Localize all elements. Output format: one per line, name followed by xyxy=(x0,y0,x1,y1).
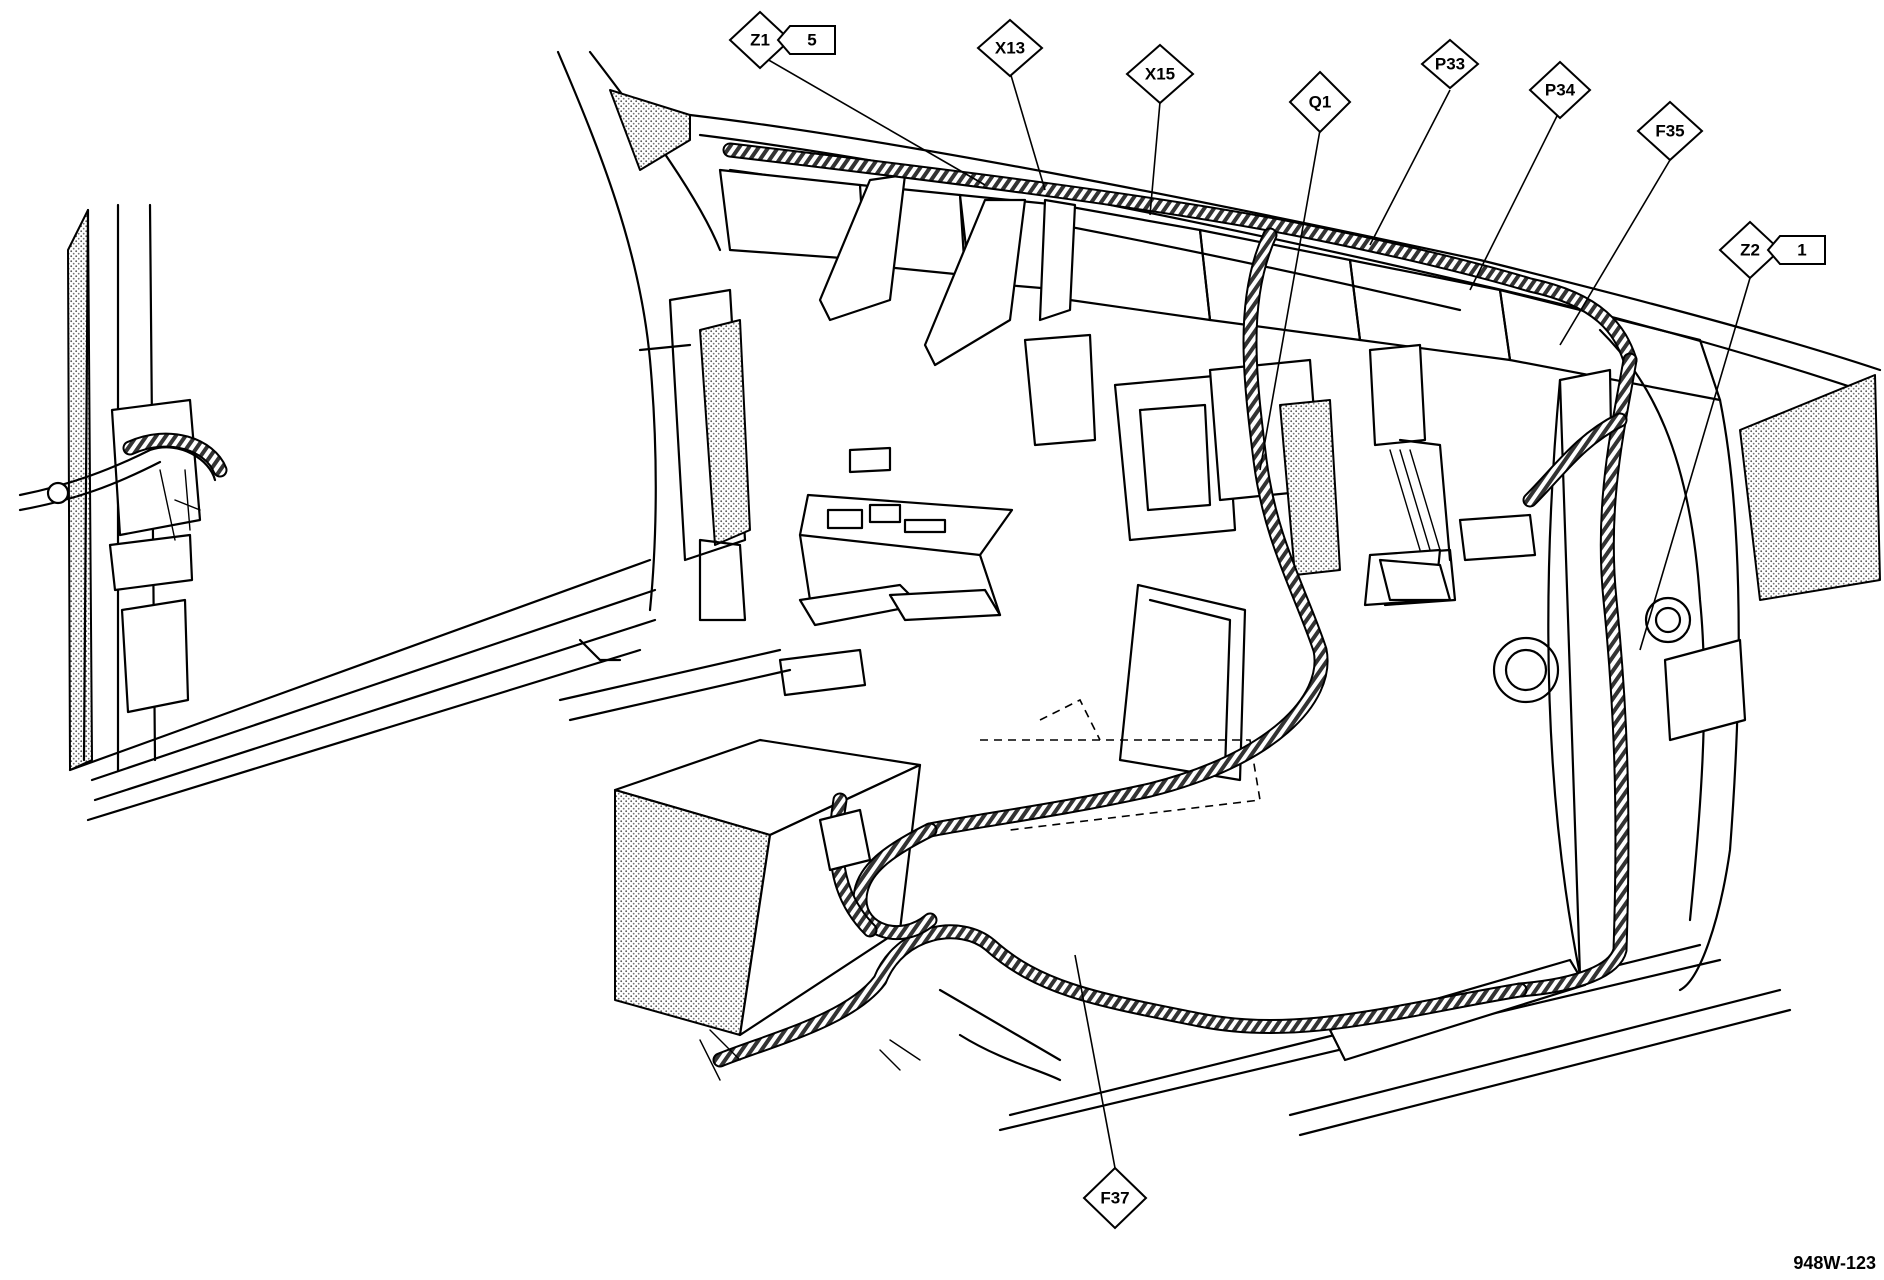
instrument-panel-harness xyxy=(699,142,1638,1081)
seat-box xyxy=(613,738,922,1037)
callout-p33: P33 xyxy=(1369,38,1480,246)
callout-p34-label: P34 xyxy=(1545,81,1576,100)
callout-z2-box: 1 xyxy=(1797,241,1806,260)
callout-p33-label: P33 xyxy=(1435,55,1465,74)
callout-z2-label: Z2 xyxy=(1740,241,1760,260)
a-pillar xyxy=(556,50,751,662)
callout-z1: Z1 5 xyxy=(728,10,986,186)
right-kick-panel xyxy=(1547,328,1881,992)
callout-f37-label: F37 xyxy=(1100,1189,1129,1208)
figure-id: 948W-123 xyxy=(1793,1253,1876,1273)
floor-console xyxy=(778,446,1560,831)
callout-x15-label: X15 xyxy=(1145,65,1175,84)
callout-f35-label: F35 xyxy=(1655,122,1684,141)
callout-x15: X15 xyxy=(1125,43,1195,216)
callout-f37: F37 xyxy=(1074,954,1148,1230)
callout-z2: Z2 1 xyxy=(1639,220,1826,651)
callout-x13-label: X13 xyxy=(995,39,1025,58)
callout-p34: P34 xyxy=(1469,60,1592,291)
callout-f35: F35 xyxy=(1559,100,1704,346)
left-door-pillar xyxy=(18,203,657,822)
callout-x13: X13 xyxy=(976,18,1046,191)
callout-z1-box: 5 xyxy=(807,31,816,50)
callout-z1-label: Z1 xyxy=(750,31,770,50)
callout-q1-label: Q1 xyxy=(1309,93,1332,112)
callout-q1: Q1 xyxy=(1259,70,1352,471)
